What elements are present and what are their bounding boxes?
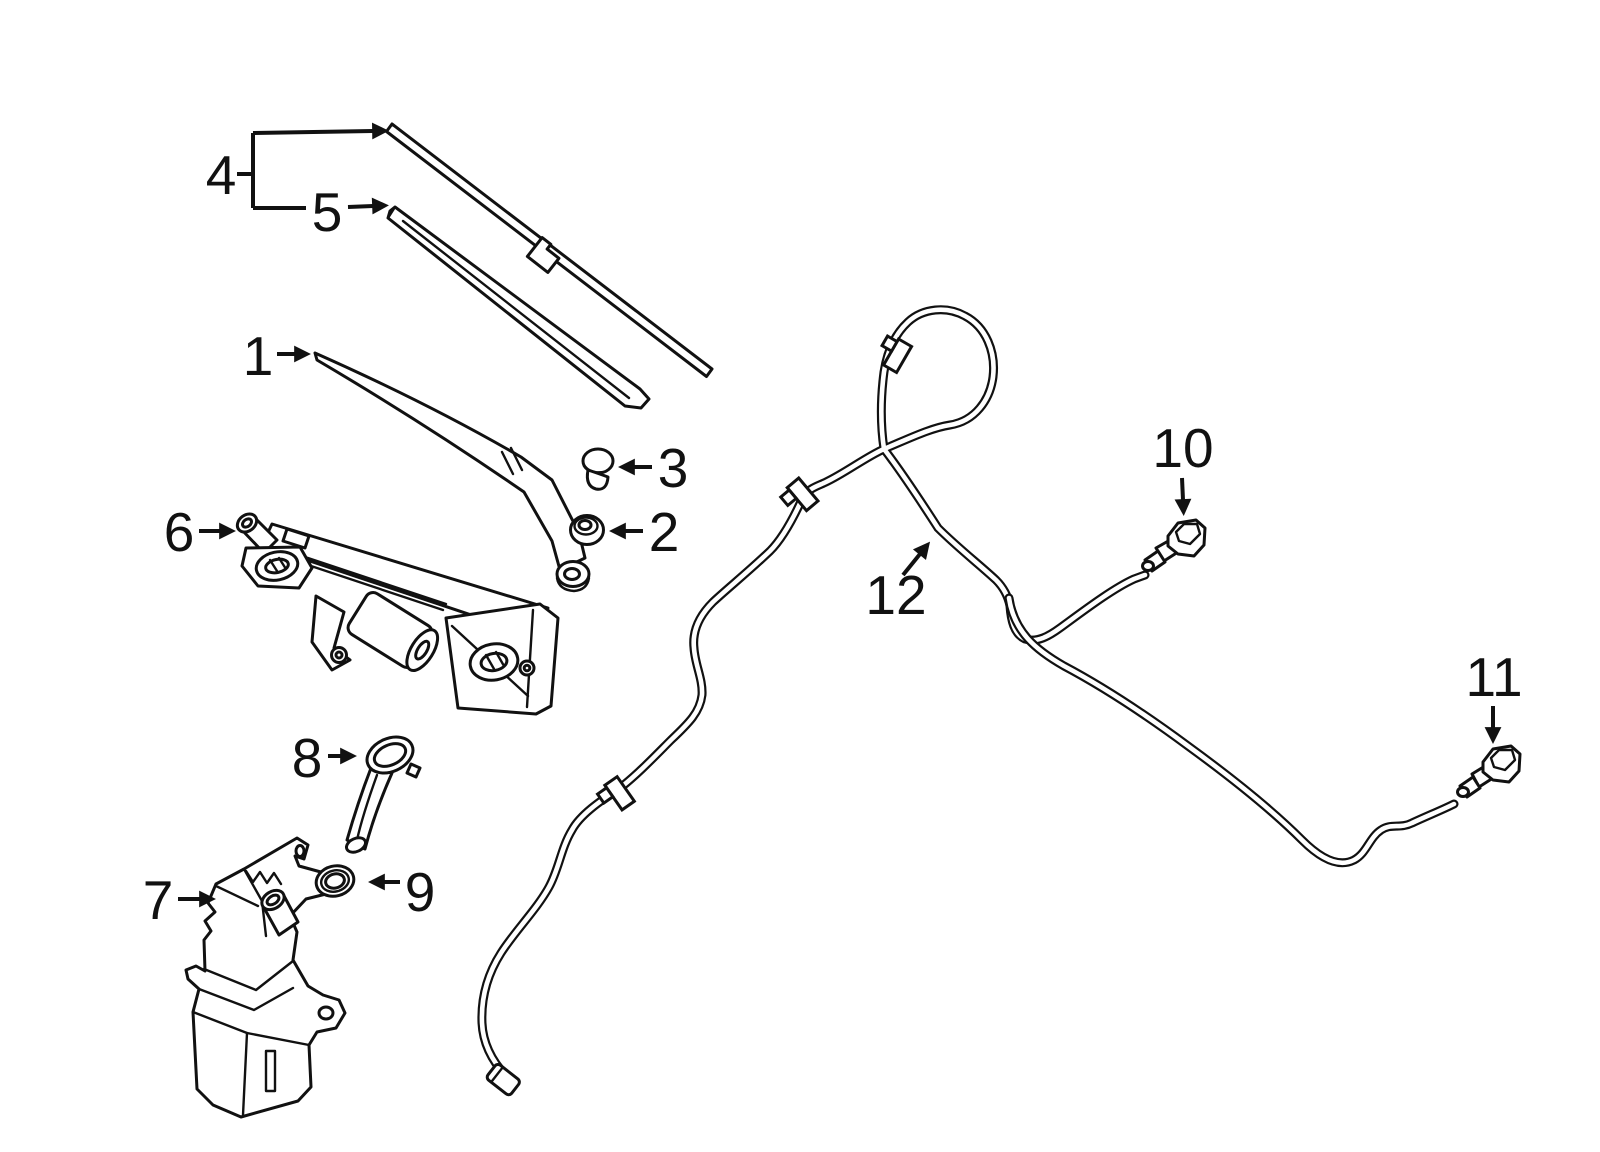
callout-label-2[interactable]: 2 xyxy=(649,501,680,563)
hose-clip xyxy=(778,475,821,513)
callout-label-12[interactable]: 12 xyxy=(865,564,926,626)
washer-nozzle-left[interactable] xyxy=(1141,518,1207,573)
callout-9[interactable]: 9 xyxy=(368,861,436,923)
wiper-pivot-cap[interactable] xyxy=(581,447,615,491)
callout-label-5[interactable]: 5 xyxy=(312,181,343,243)
washer-reservoir[interactable] xyxy=(184,836,347,1119)
callout-label-10[interactable]: 10 xyxy=(1152,417,1213,479)
hose-clip xyxy=(879,334,914,375)
wiper-motor-linkage-assembly[interactable] xyxy=(234,510,560,716)
callout-7[interactable]: 7 xyxy=(143,869,216,931)
blade-clip xyxy=(525,236,561,274)
reservoir-inlet-stub xyxy=(260,888,300,937)
callout-label-7[interactable]: 7 xyxy=(143,869,174,931)
callout-label-4[interactable]: 4 xyxy=(206,144,237,206)
washer-hose[interactable] xyxy=(477,305,1459,1097)
wiper-blade-refill[interactable] xyxy=(386,205,651,410)
callout-label-9[interactable]: 9 xyxy=(405,861,436,923)
callout-label-11[interactable]: 11 xyxy=(1465,646,1522,708)
callout-8[interactable]: 8 xyxy=(292,727,357,789)
callout-11[interactable]: 11 xyxy=(1465,646,1523,744)
wiper-motor xyxy=(346,591,440,672)
filler-tube-grommet[interactable] xyxy=(313,862,357,900)
wiper-pivot-grommet[interactable] xyxy=(569,514,605,546)
callout-10[interactable]: 10 xyxy=(1152,417,1214,516)
washer-nozzle-right[interactable] xyxy=(1456,744,1522,799)
callout-3[interactable]: 3 xyxy=(618,437,689,499)
washer-filler-tube[interactable] xyxy=(344,730,422,855)
wiper-arm[interactable] xyxy=(313,351,591,593)
callout-label-6[interactable]: 6 xyxy=(164,501,195,563)
linkage-pivot-shaft xyxy=(235,512,279,555)
callout-4-5-bracket[interactable]: 4 5 xyxy=(206,122,389,243)
callout-2[interactable]: 2 xyxy=(609,501,680,563)
callout-label-1[interactable]: 1 xyxy=(243,325,274,387)
hose-clip xyxy=(595,774,637,812)
callout-label-3[interactable]: 3 xyxy=(658,437,689,499)
callout-label-8[interactable]: 8 xyxy=(292,727,323,789)
arm-pivot-end xyxy=(555,560,591,593)
callout-1[interactable]: 1 xyxy=(243,325,311,387)
callout-12[interactable]: 12 xyxy=(865,541,931,626)
linkage-cone-bracket xyxy=(444,602,560,716)
callout-6[interactable]: 6 xyxy=(164,501,236,563)
hose-end-connector xyxy=(485,1062,521,1097)
